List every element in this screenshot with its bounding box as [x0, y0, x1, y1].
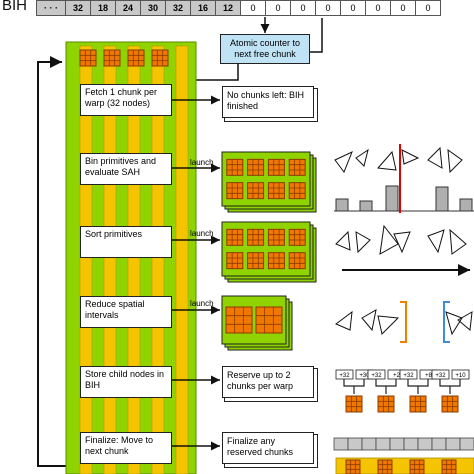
blue-bracket [443, 301, 450, 343]
bih-cell: 0 [315, 0, 341, 16]
warp-chip [79, 49, 97, 67]
warp-chip [267, 158, 285, 176]
counter-up-arrow [196, 64, 239, 81]
launch-label-2: launch [190, 229, 214, 238]
atomic-counter-box: Atomic counter to next free chunk [220, 34, 310, 64]
finalize-cell [403, 437, 419, 451]
finalize-strip [333, 437, 474, 474]
warp-chip [103, 49, 121, 67]
kernel-box: Fetch 1 chunk per warp (32 nodes) [80, 84, 172, 116]
finalize-chunks-box: Finalize any reserved chunks [222, 432, 314, 464]
finalize-cell [375, 437, 391, 451]
bih-cell: 0 [365, 0, 391, 16]
warp-chip [267, 182, 285, 200]
warp-chip [247, 158, 265, 176]
warp-chip [247, 228, 265, 246]
finalize-lane [335, 457, 474, 474]
warp-chip [247, 252, 265, 270]
warp-chip [377, 459, 393, 474]
triangles-row-3 [335, 309, 473, 336]
bih-cell: 16 [190, 0, 216, 16]
warp-chip [226, 252, 244, 270]
warp-chip [255, 306, 283, 334]
warp-lane [175, 45, 189, 474]
bih-cell: 0 [290, 0, 316, 16]
launched-blocks [221, 151, 317, 351]
warp-chip [409, 459, 425, 474]
kernel-box: Reduce spatial intervals [80, 296, 172, 328]
loop-back-arrow [37, 56, 66, 467]
warp-chip [226, 182, 244, 200]
bih-cell: 30 [140, 0, 166, 16]
offset-tag: +10 [455, 373, 466, 379]
warp-chip [288, 252, 306, 270]
offset-tag: +2 [393, 373, 401, 379]
counter-return-line [310, 18, 323, 53]
offset-tag: +8 [425, 373, 433, 379]
warp-chip [441, 395, 459, 413]
warp-chip [226, 158, 244, 176]
finalize-cell [445, 437, 461, 451]
bih-cell: · · · [36, 0, 66, 16]
orange-bracket [400, 301, 407, 343]
finalize-cell [347, 437, 363, 451]
bih-label: BIH [2, 0, 28, 14]
finalize-cell [361, 437, 377, 451]
warp-chip [151, 49, 169, 67]
reserve-chunks-box: Reserve up to 2 chunks per warp [222, 366, 314, 398]
warp-chip [288, 228, 306, 246]
child-node-tree: +32+30+32+2+32+8+32+10 [335, 369, 470, 413]
warp-chip [345, 459, 361, 474]
finalize-cell [417, 437, 433, 451]
warp-chip [377, 395, 395, 413]
warp-chip [247, 182, 265, 200]
finalize-cell [333, 437, 349, 451]
bih-cell: 18 [90, 0, 116, 16]
offset-tag: +32 [371, 373, 382, 379]
histogram [335, 185, 473, 212]
launch-label-3: launch [190, 299, 214, 308]
triangles-row-1 [334, 146, 463, 174]
warp-chip [441, 459, 457, 474]
triangles-row-2 [335, 224, 467, 255]
finalize-cell [459, 437, 474, 451]
warp-chip [127, 49, 145, 67]
offset-tag: +32 [339, 373, 350, 379]
warp-chip [288, 158, 306, 176]
warp-chip [409, 395, 427, 413]
finalize-cell [431, 437, 447, 451]
launch-label-1: launch [190, 158, 214, 167]
offset-tag: +32 [435, 373, 446, 379]
no-chunks-box: No chunks left: BIH finished [222, 86, 314, 118]
warp-chips [79, 49, 169, 67]
warp-chip [288, 182, 306, 200]
warp-chip [267, 252, 285, 270]
kernel-box: Sort primitives [80, 226, 172, 258]
warp-chip [267, 228, 285, 246]
warp-chip [226, 228, 244, 246]
offset-tag: +32 [403, 373, 414, 379]
kernel-box: Store child nodes in BIH [80, 366, 172, 398]
offset-tag: +30 [359, 373, 370, 379]
warp-chip [225, 306, 253, 334]
kernel-box: Bin primitives and evaluate SAH [80, 153, 172, 185]
kernel-box: Finalize: Move to next chunk [80, 432, 172, 464]
bih-cell: 32 [65, 0, 91, 16]
atomic-counter-label: Atomic counter to next free chunk [229, 38, 301, 59]
finalize-cell [389, 437, 405, 451]
bih-cell: 0 [415, 0, 441, 16]
warp-chip [345, 395, 363, 413]
